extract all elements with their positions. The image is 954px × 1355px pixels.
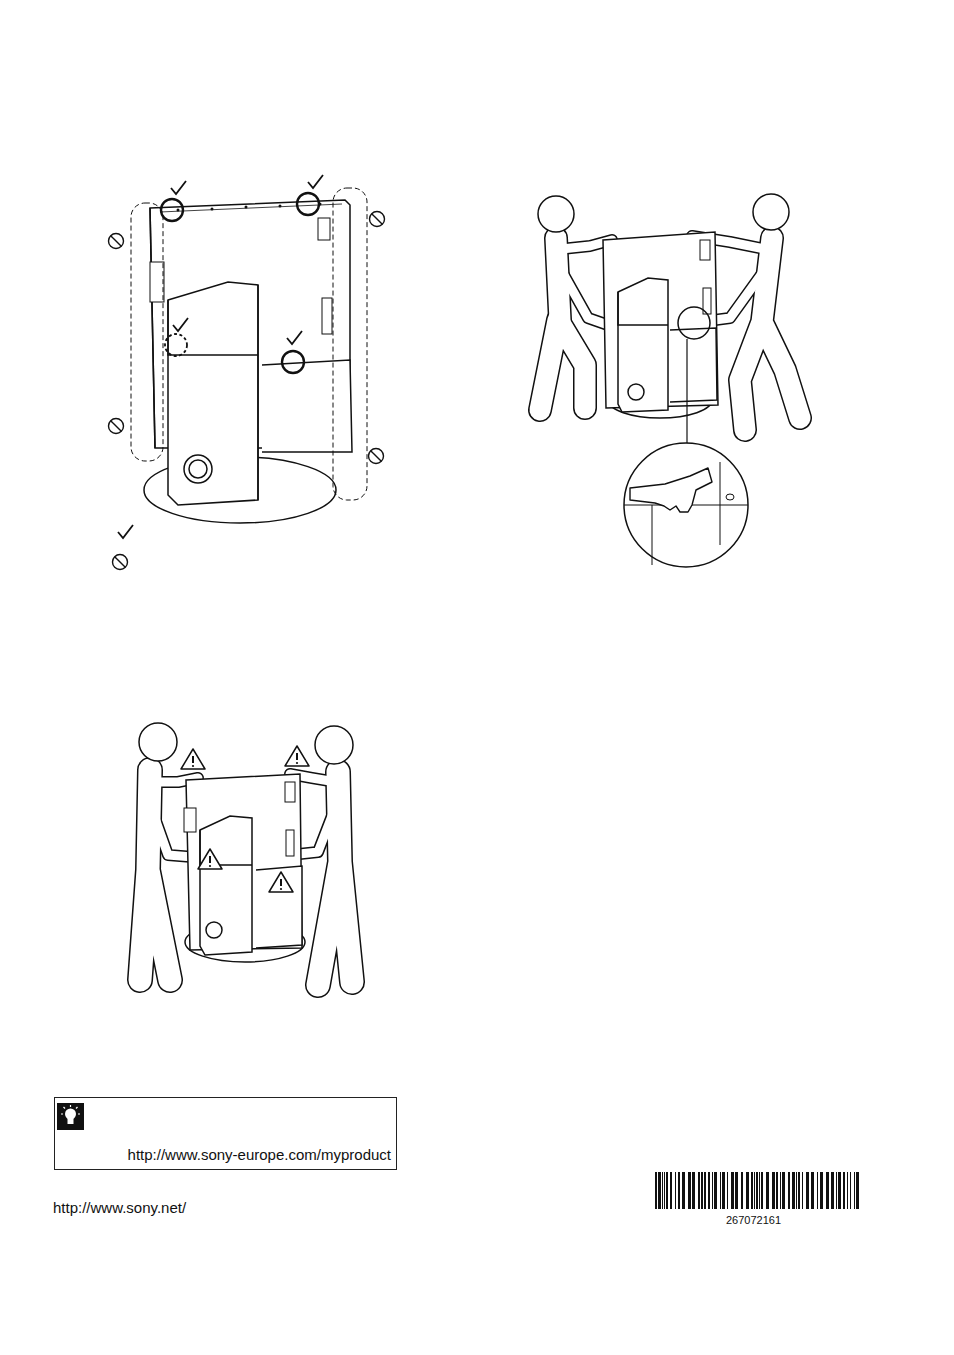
barcode-bar bbox=[838, 1172, 841, 1209]
grip-point bbox=[161, 193, 319, 373]
barcode-bar bbox=[759, 1172, 760, 1209]
barcode-bar bbox=[675, 1172, 676, 1209]
barcode bbox=[655, 1172, 859, 1209]
url-text: http://www.sony.net/ bbox=[53, 1199, 186, 1216]
barcode-bar bbox=[735, 1172, 738, 1209]
barcode-bar bbox=[712, 1172, 713, 1209]
barcode-bar bbox=[772, 1172, 775, 1209]
barcode-bar bbox=[854, 1172, 855, 1209]
barcode-bar bbox=[698, 1172, 700, 1209]
barcode-bar bbox=[802, 1172, 803, 1209]
barcode-bar bbox=[720, 1172, 721, 1209]
barcode-bar bbox=[850, 1172, 851, 1209]
barcode-bar bbox=[756, 1172, 758, 1209]
barcode-bar bbox=[751, 1172, 753, 1209]
barcode-bar bbox=[843, 1172, 845, 1209]
barcode-bar bbox=[704, 1172, 706, 1209]
barcode-bar bbox=[811, 1172, 814, 1209]
barcode-bar bbox=[662, 1172, 663, 1209]
check-mark bbox=[118, 175, 323, 538]
warning-sign bbox=[181, 746, 309, 892]
barcode-bar bbox=[820, 1172, 823, 1209]
barcode-bar bbox=[817, 1172, 818, 1209]
barcode-bar bbox=[688, 1172, 691, 1209]
no-grip-zone bbox=[131, 188, 367, 500]
barcode-bar bbox=[708, 1172, 710, 1209]
barcode-bar bbox=[701, 1172, 703, 1209]
url-text: http://www.sony-europe.com/myproduct bbox=[128, 1146, 391, 1163]
tv-rear-view bbox=[144, 200, 352, 523]
barcode-bar bbox=[826, 1172, 829, 1209]
barcode-bar bbox=[788, 1172, 790, 1209]
barcode-bar bbox=[847, 1172, 848, 1209]
barcode-number: 267072161 bbox=[726, 1214, 781, 1226]
barcode-bar bbox=[836, 1172, 837, 1209]
barcode-bar bbox=[831, 1172, 834, 1209]
carrying-figure bbox=[139, 723, 353, 985]
barcode-bar bbox=[780, 1172, 781, 1209]
barcode-bar bbox=[678, 1172, 680, 1209]
barcode-bar bbox=[782, 1172, 785, 1209]
barcode-bar bbox=[792, 1172, 795, 1209]
barcode-bar bbox=[682, 1172, 685, 1209]
barcode-bar bbox=[727, 1172, 728, 1209]
barcode-bar bbox=[714, 1172, 717, 1209]
tip-box: http://www.sony-europe.com/myproduct bbox=[54, 1097, 397, 1170]
prohibition-sign bbox=[109, 212, 385, 570]
lifting-figure bbox=[538, 194, 800, 567]
barcode-bar bbox=[806, 1172, 809, 1209]
barcode-bar bbox=[670, 1172, 672, 1209]
barcode-bar bbox=[655, 1172, 657, 1209]
tip-icon bbox=[57, 1103, 84, 1130]
barcode-bar bbox=[741, 1172, 743, 1209]
barcode-bar bbox=[692, 1172, 695, 1209]
barcode-bar bbox=[796, 1172, 797, 1209]
barcode-bar bbox=[754, 1172, 755, 1209]
barcode-bar bbox=[746, 1172, 749, 1209]
barcode-bar bbox=[658, 1172, 661, 1209]
barcode-bar bbox=[722, 1172, 725, 1209]
barcode-bar bbox=[664, 1172, 665, 1209]
barcode-bar bbox=[856, 1172, 859, 1209]
barcode-bar bbox=[766, 1172, 769, 1209]
barcode-bar bbox=[798, 1172, 800, 1209]
barcode-bar bbox=[666, 1172, 668, 1209]
barcode-bar bbox=[731, 1172, 734, 1209]
barcode-bar bbox=[776, 1172, 778, 1209]
barcode-bar bbox=[761, 1172, 763, 1209]
detail-zoom bbox=[624, 443, 748, 567]
